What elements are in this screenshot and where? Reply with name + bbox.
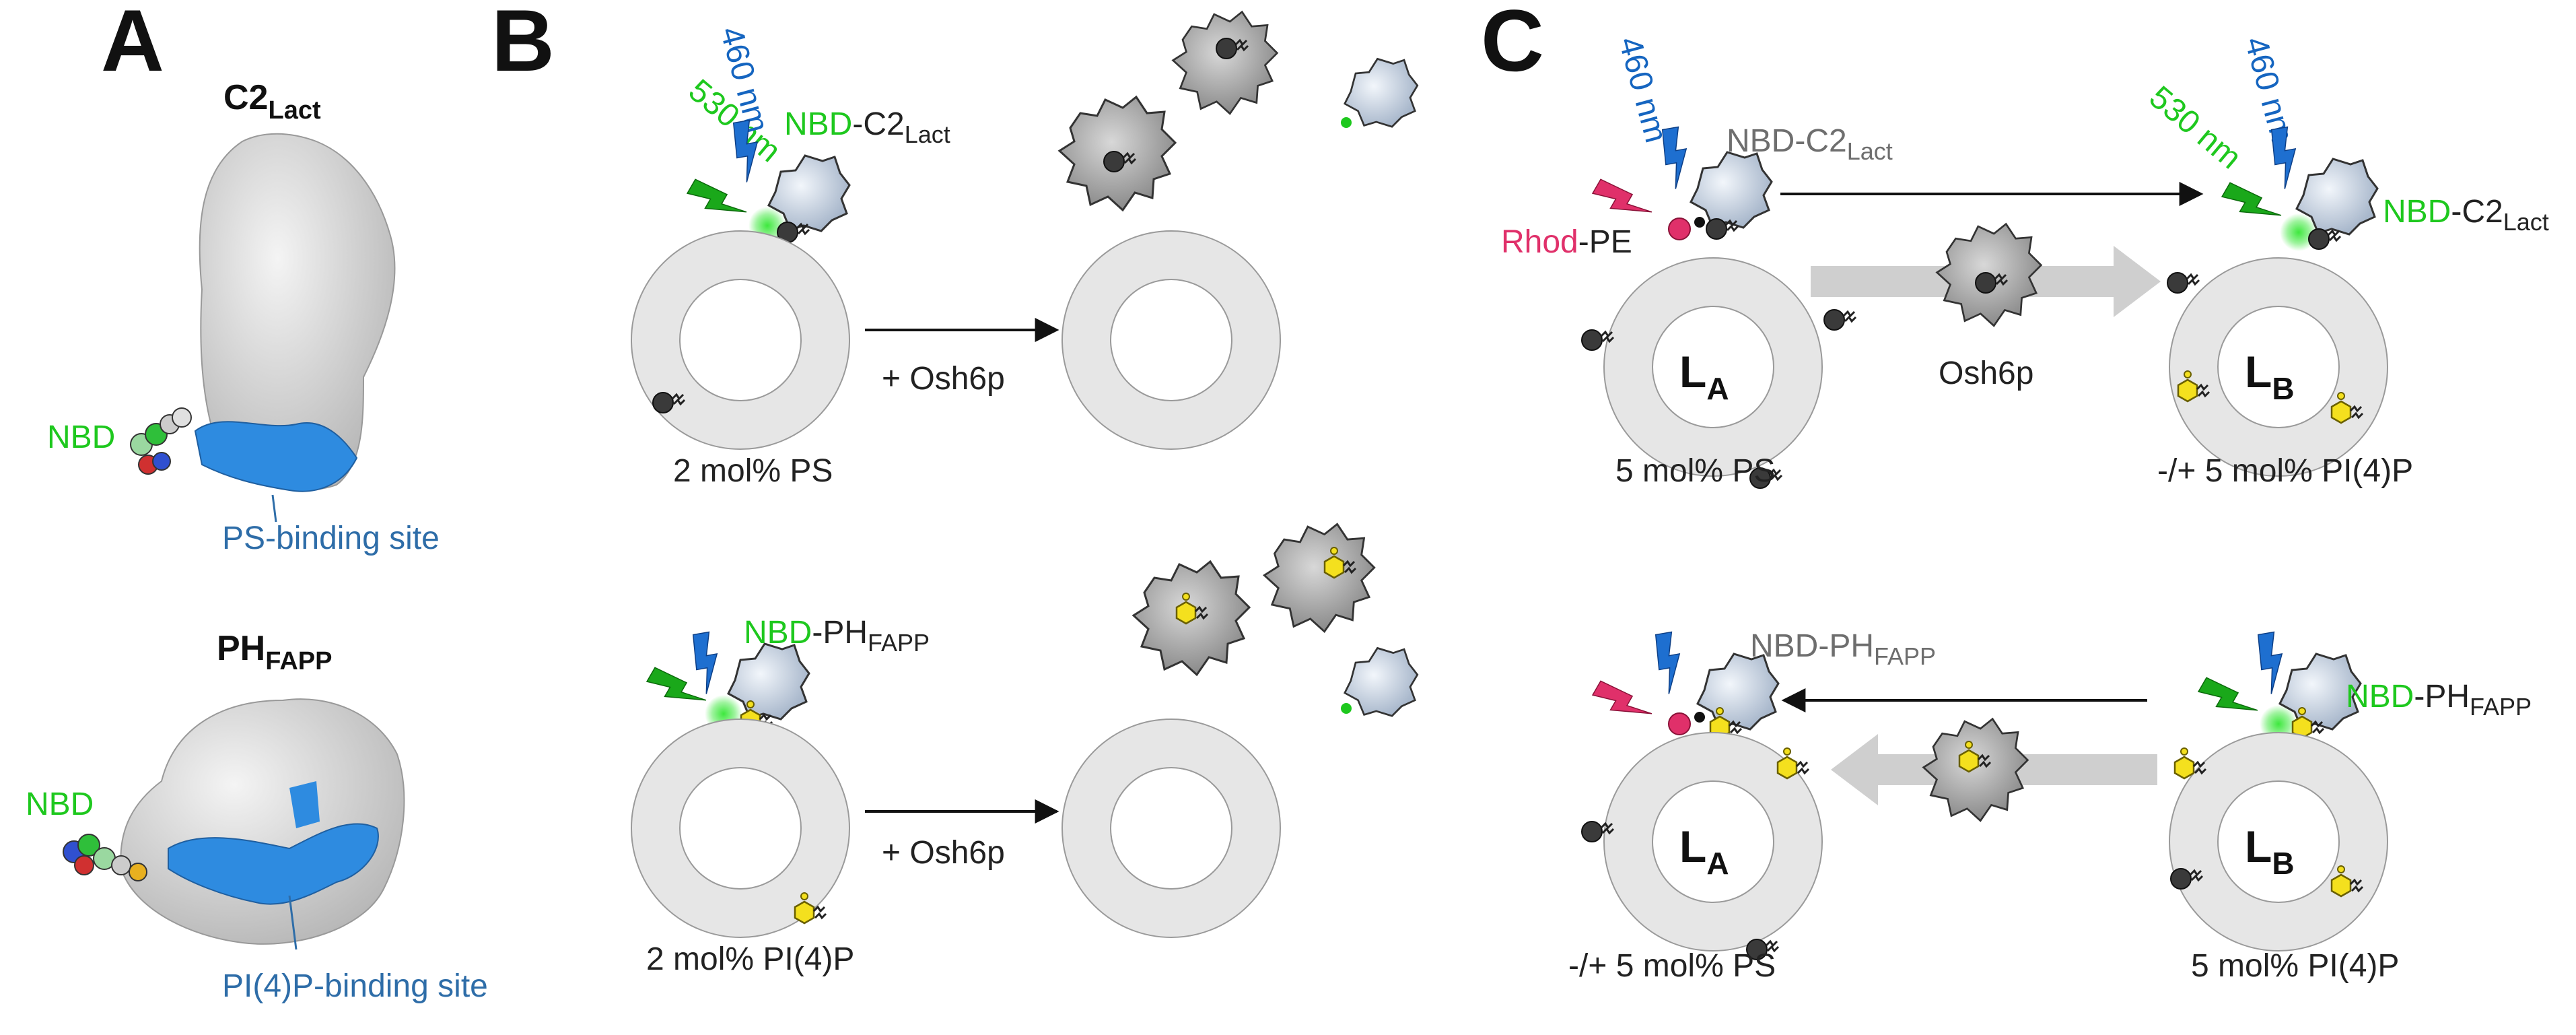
c-bot-pi4p-lipid [1776, 747, 1810, 780]
pi4p-binding-site-patch [168, 823, 379, 905]
c-top-rhod-pe [1668, 218, 1691, 240]
c-bot-probe-a-label: NBD-PHFAPP [1750, 628, 1936, 670]
c-bot-osh6p [1922, 718, 2029, 822]
b-bot-emission-bolt [644, 665, 709, 716]
b-bot-osh6p-2 [1263, 523, 1376, 633]
b-top-free-probe [1344, 58, 1419, 128]
nbd-model-1 [130, 407, 192, 475]
c-rhod-label: Rhod-PE [1501, 224, 1632, 260]
b-top-emission-bolt [685, 176, 750, 228]
b-bot-lipo-label: 2 mol% PI(4)P [646, 941, 854, 977]
site2-leader [288, 895, 298, 950]
nbd-label-2: NBD [26, 787, 94, 822]
panel-letter-b: B [491, 0, 555, 90]
protein2-name: PHFAPP [217, 629, 333, 675]
c-bot-lipo-a-label: -/+ 5 mol% PS [1568, 948, 1776, 984]
c-top-lb-label: LB [2245, 347, 2295, 406]
b-bot-probe-label: NBD-PHFAPP [744, 615, 930, 657]
c-bot-lb-label: LB [2245, 822, 2295, 881]
c-top-liposome-b [2169, 258, 2388, 476]
c-top-probe-b-label: NBD-C2Lact [2383, 194, 2549, 236]
b-bot-free-probe [1344, 647, 1419, 717]
b-bot-liposome [631, 719, 849, 937]
c-top-la-label: LA [1679, 347, 1729, 406]
b-top-liposome [631, 231, 849, 449]
b-top-osh-label: + Osh6p [882, 361, 1005, 397]
ps-binding-site-patch [194, 421, 358, 492]
c-top-ps-lipid-2 [1823, 308, 1857, 331]
phfapp-surface [120, 698, 405, 945]
c-bot-excitation-bolt-a [1652, 630, 1687, 696]
c-bot-liposome-b [2169, 733, 2388, 951]
c-bot-liposome-a [1604, 733, 1822, 951]
b-bot-excitation-bolt [690, 630, 724, 696]
b-bot-liposome-after [1062, 719, 1280, 937]
c-bot-emission-bolt-b [2196, 675, 2261, 727]
c-top-lipo-b-label: -/+ 5 mol% PI(4)P [2157, 453, 2413, 489]
c-top-wl530-b: 530 nm [2143, 79, 2248, 176]
c-bot-lipo-b-label: 5 mol% PI(4)P [2191, 948, 2399, 984]
b-top-probe-label: NBD-C2Lact [784, 106, 950, 148]
b-top-lipo-label: 2 mol% PS [673, 453, 833, 489]
c-top-emission-bolt-b [2219, 180, 2285, 232]
c-osh-label: Osh6p [1939, 356, 2033, 391]
c-top-wl460-b: 460 nm [2237, 33, 2300, 146]
nbd-label-1: NBD [47, 420, 115, 455]
c-top-excitation-bolt-a [1659, 125, 1694, 191]
c-top-liposome-a [1604, 258, 1822, 476]
c-top-probe-a-label: NBD-C2Lact [1727, 123, 1893, 165]
panel-letter-c: C [1481, 0, 1544, 90]
c-bot-rhod-bolt [1590, 678, 1655, 730]
protein1-name: C2Lact [223, 78, 321, 125]
c-bot-b-pi4p-1 [2173, 747, 2207, 780]
c-top-b-ps-lipid [2166, 271, 2200, 294]
c2lact-surface [194, 133, 396, 492]
c-bot-probe-a [1696, 653, 1780, 731]
c-bot-la-label: LA [1679, 822, 1729, 881]
c-bot-probe-b-label: NBD-PHFAPP [2346, 679, 2532, 721]
b-bot-osh-label: + Osh6p [882, 835, 1005, 871]
nbd-model-2 [63, 834, 147, 881]
c-top-rhod-bolt [1590, 176, 1655, 228]
c-top-lipo-a-label: 5 mol% PS [1615, 453, 1775, 489]
c-bot-excitation-bolt-b [2255, 630, 2289, 696]
b-top-liposome-after [1062, 231, 1280, 449]
c-top-probe-a [1690, 151, 1773, 229]
site1-label: PS-binding site [222, 521, 440, 556]
b-top-osh6p-2 [1172, 11, 1278, 115]
panel-letter-a: A [101, 0, 164, 90]
site1-leader [271, 494, 277, 523]
site2-label: PI(4)P-binding site [222, 968, 488, 1004]
